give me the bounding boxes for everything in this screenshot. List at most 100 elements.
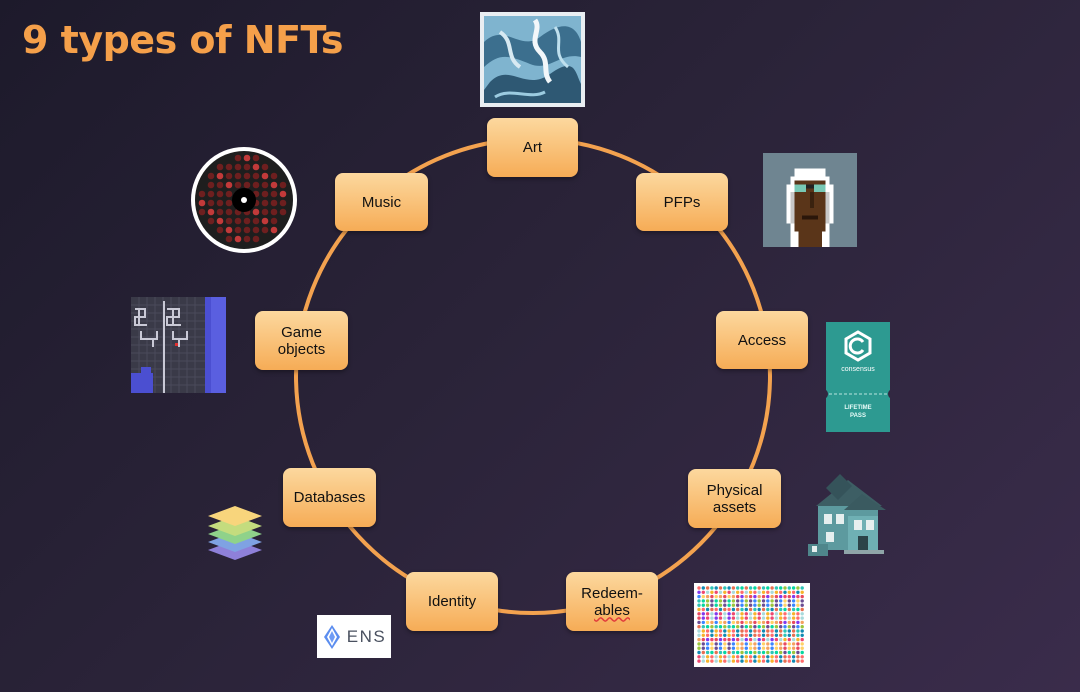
painting-dot [761,594,766,599]
painting-dot [766,629,770,633]
node-identity[interactable]: Identity [406,572,498,631]
painting-dot [718,586,723,590]
painting-dot [705,642,710,646]
painting-dot [701,655,705,659]
painting-dot [723,603,727,607]
painting-dot [796,625,800,629]
painting-dot [766,586,770,590]
painting-dot [727,629,731,633]
painting-dot [748,586,753,590]
music-dot [225,181,233,189]
node-redeemables[interactable]: Redeem-ables [566,572,658,631]
painting-dot [740,616,744,620]
painting-dot [744,599,748,603]
node-music-label: Music [361,193,402,211]
painting-dot [800,594,804,599]
painting-dot [705,612,710,616]
painting-dot [774,586,779,590]
painting-dot [796,607,800,612]
painting-dot [718,625,723,629]
painting-dot [779,607,783,612]
painting-dot [744,607,748,612]
painting-dot [800,637,804,642]
painting-dot [718,620,723,625]
painting-dot [774,659,779,663]
painting-dot [753,650,757,655]
painting-dot [697,594,701,599]
painting-dot [740,655,744,659]
painting-dot [757,590,761,594]
music-dot [225,199,233,207]
painting-dot [740,642,744,646]
painting-dot [697,642,701,646]
painting-dot [710,629,714,633]
painting-dot [727,637,731,642]
music-dot [216,217,224,225]
painting-dot [787,603,791,607]
painting-dot [744,642,748,646]
music-dot [261,226,269,234]
painting-dot [701,586,705,590]
painting-dot [766,646,770,650]
painting-dot [770,599,774,603]
painting-dot [701,642,705,646]
music-dot [252,217,260,225]
painting-dot [779,625,783,629]
painting-dot [744,646,748,650]
painting-dot [791,612,796,616]
painting-dot [697,612,701,616]
painting-dot [770,616,774,620]
painting-dot [753,586,757,590]
painting-dot [787,590,791,594]
painting-dot [731,655,736,659]
painting-dot [710,586,714,590]
painting-dot [796,620,800,625]
painting-dot [714,586,718,590]
node-databases[interactable]: Databases [283,468,376,527]
painting-dot [766,616,770,620]
painting-dot [800,642,804,646]
painting-dot [705,637,710,642]
ticket-brand: consensus [841,366,875,373]
music-dot [270,208,278,216]
painting-dot [701,616,705,620]
node-art[interactable]: Art [487,118,578,177]
painting-dot [697,650,701,655]
painting-dot [779,603,783,607]
painting-dot [796,650,800,655]
music-dot [207,199,215,207]
painting-dot [779,612,783,616]
painting-dot [701,625,705,629]
painting-dot [736,594,740,599]
painting-dot [697,633,701,637]
painting-dot [727,650,731,655]
painting-dot [796,655,800,659]
music-dot [234,172,242,180]
painting-dot [791,646,796,650]
painting-dot [710,616,714,620]
painting-dot [723,650,727,655]
painting-dot [736,655,740,659]
music-dot [261,181,269,189]
painting-dot [796,616,800,620]
painting-dot [701,599,705,603]
node-pfps[interactable]: PFPs [636,173,728,231]
painting-dot [757,642,761,646]
painting-dot [723,620,727,625]
painting-dot [714,625,718,629]
painting-dot [787,612,791,616]
music-dot [243,217,251,225]
node-access[interactable]: Access [716,311,808,369]
painting-dot [740,590,744,594]
painting-dot [800,629,804,633]
painting-dot [701,637,705,642]
painting-dot [736,646,740,650]
painting-dot [701,607,705,612]
node-music[interactable]: Music [335,173,428,231]
painting-dot [796,659,800,663]
painting-dot [718,607,723,612]
painting-dot [727,646,731,650]
painting-dot [731,659,736,663]
